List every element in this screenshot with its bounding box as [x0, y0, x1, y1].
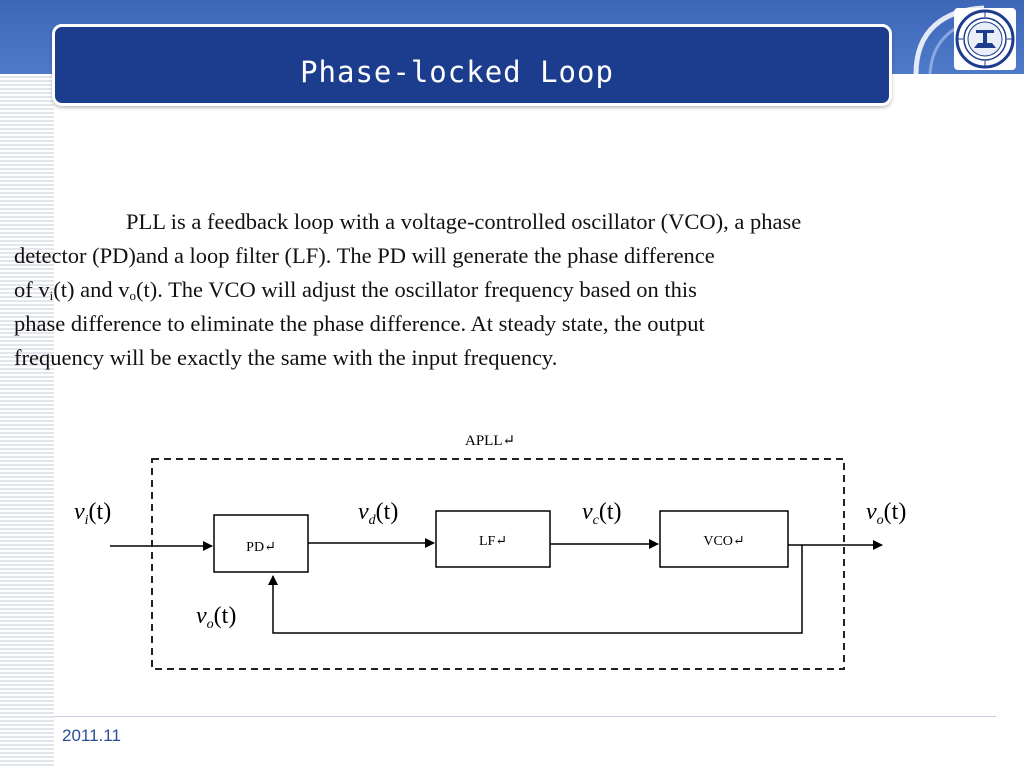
lf-label: LF↵	[479, 534, 507, 549]
signal-vd-label: vd(t)	[358, 499, 398, 528]
paragraph-line-2: detector (PD)and a loop filter (LF). The…	[14, 243, 715, 268]
line3-part-a: of v	[14, 277, 50, 302]
apll-boundary	[151, 458, 845, 670]
line3-sub-o: o	[129, 288, 136, 303]
paragraph-line-3: of vi(t) and vo(t). The VCO will adjust …	[14, 273, 697, 307]
signal-vo-label: vo(t)	[866, 499, 906, 528]
diagram-caption: APLL↵	[465, 433, 515, 449]
feedback-path	[268, 545, 803, 634]
footer-date: 2011.11	[62, 726, 121, 745]
pd-label: PD↵	[246, 540, 276, 555]
left-stripe-margin	[0, 74, 54, 768]
line3-part-c: (t). The VCO will adjust the oscillator …	[135, 277, 697, 302]
footer-divider	[54, 716, 996, 717]
description-paragraph: PLL is a feedback loop with a voltage-co…	[14, 205, 990, 375]
lf-block	[435, 510, 551, 568]
vco-label: VCO↵	[703, 534, 744, 549]
line3-sub-i: i	[49, 288, 54, 303]
paragraph-line-4: phase difference to eliminate the phase …	[14, 311, 705, 336]
title-box: Phase-locked Loop	[52, 24, 892, 106]
pll-block-diagram: APLL↵ PD↵ LF↵ VCO↵ vi(t) vd(t) vc(t) vo(…	[70, 425, 950, 690]
paragraph-line-5: frequency will be exactly the same with …	[14, 345, 558, 370]
line3-part-b: (t) and v	[53, 277, 130, 302]
slide-title: Phase-locked Loop	[300, 55, 614, 89]
university-seal-icon	[954, 8, 1016, 70]
signal-vi-label: vi(t)	[74, 499, 111, 528]
vco-block	[659, 510, 789, 568]
paragraph-line-1: PLL is a feedback loop with a voltage-co…	[126, 209, 802, 234]
signal-vo-feedback-label: vo(t)	[196, 603, 236, 632]
signal-vc-label: vc(t)	[582, 499, 622, 528]
